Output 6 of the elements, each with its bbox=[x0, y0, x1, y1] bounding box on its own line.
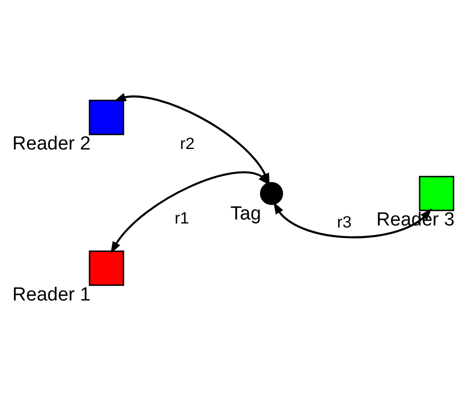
node-label: Reader 1 bbox=[12, 284, 91, 306]
edge-label: r1 bbox=[174, 209, 190, 228]
edge-label: r3 bbox=[337, 213, 352, 232]
node-label: Tag bbox=[230, 204, 262, 225]
node-label: Reader 2 bbox=[12, 134, 91, 155]
edge-label: r2 bbox=[180, 135, 195, 154]
